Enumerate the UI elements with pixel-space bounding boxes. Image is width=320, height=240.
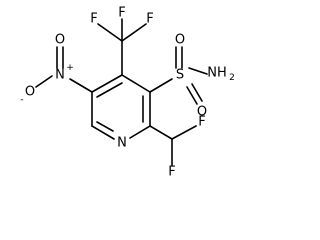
atom-ring-n: N (117, 136, 127, 151)
atom-chf2-f-bottom: F (168, 165, 175, 180)
atom-sulfonyl-nh2: NH (207, 66, 227, 81)
atom-cf3-f-left: F (90, 12, 97, 27)
bond-cf3-f-right (121, 23, 147, 42)
chemical-structure: N F F F S O O NH 2 N + O O - F F (20, 6, 235, 180)
bond-c4-c5-double (96, 82, 123, 98)
sulfonamide-group (149, 46, 208, 105)
pyridine-ring (91, 74, 151, 140)
bond-cf3-f-left (97, 23, 123, 42)
atom-cf3-f-right: F (146, 12, 153, 27)
atom-chf2-f-right: F (198, 115, 205, 130)
atom-nitro-n: N (55, 68, 65, 83)
atom-sulfonyl-o-bottom: O (197, 105, 207, 120)
atom-cf3-f-top: F (118, 6, 125, 21)
bond-c2-n1 (129, 125, 151, 139)
bond-c3-s (149, 78, 173, 93)
atom-nitro-o-minus-charge: - (20, 95, 23, 105)
bond-c2-chf2 (149, 125, 173, 140)
trifluoromethyl-group (97, 18, 147, 76)
atom-nitro-o-top: O (55, 33, 65, 48)
atom-nitro-n-charge: + (66, 63, 74, 73)
bond-c4-c5 (91, 74, 123, 93)
bond-c5-nitro (69, 78, 93, 93)
bond-chf2-f-right (171, 125, 197, 140)
atom-sulfonyl-o-left: O (175, 33, 185, 48)
atom-sulfonyl-s: S (176, 68, 184, 83)
atom-nitro-o-minus: O (25, 85, 35, 100)
bond-s-o-bottom-a (186, 86, 198, 105)
difluoromethyl-group (149, 125, 197, 166)
bond-n1-c6-double (96, 121, 114, 132)
bond-n1-c6 (91, 125, 115, 140)
bond-nitro-o-minus (35, 75, 53, 88)
bond-c4-c3 (121, 74, 151, 93)
atom-sulfonyl-nh2-subscript: 2 (229, 73, 235, 83)
bond-s-nh2 (188, 67, 208, 75)
bond-s-o-bottom-b (191, 83, 203, 102)
nitro-group (35, 46, 93, 93)
